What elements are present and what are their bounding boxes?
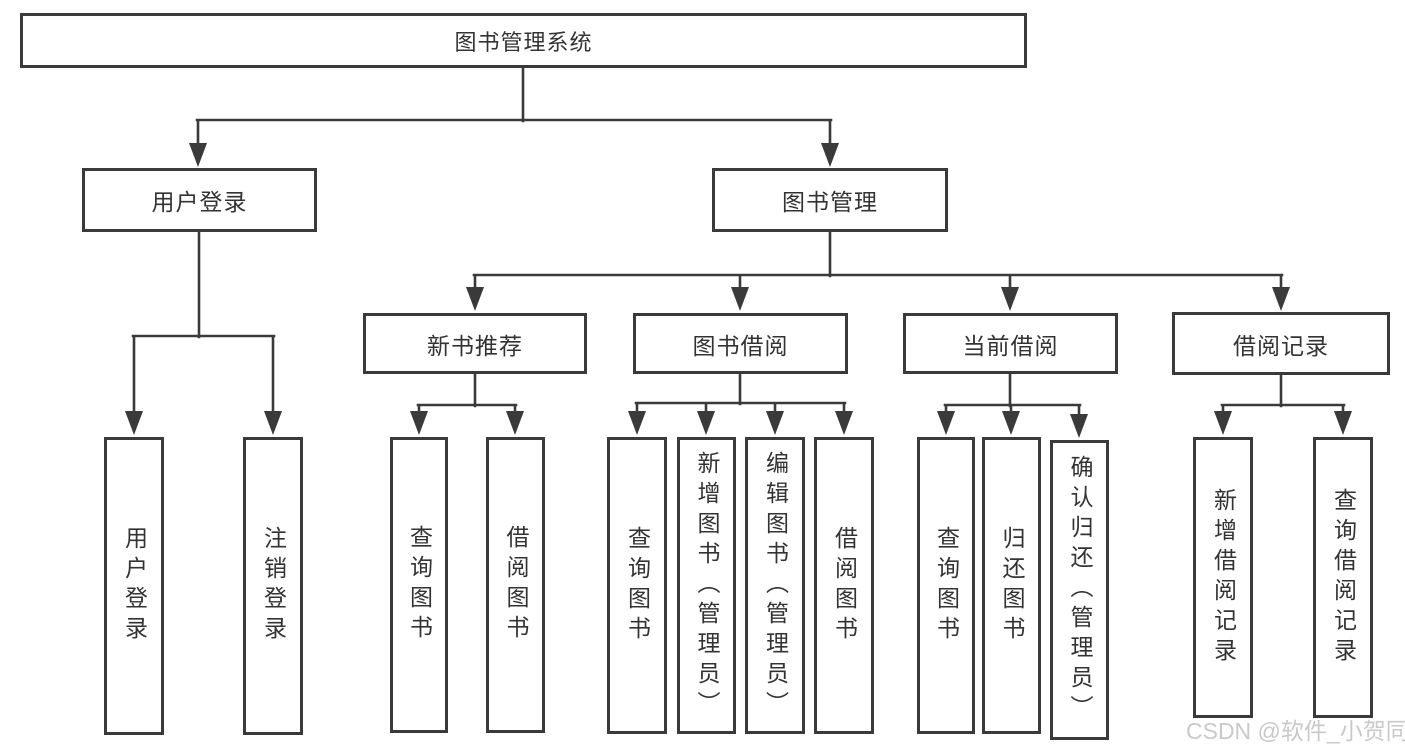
arrow-down-icon <box>835 411 853 435</box>
connector-userlogin-to-leaves <box>125 230 282 435</box>
connector-root-to-level2 <box>189 66 839 167</box>
arrow-down-icon <box>125 411 143 435</box>
leaf-recommend-query-book: 查询图书 <box>390 437 448 733</box>
connector-records-to-leaves <box>1214 373 1352 435</box>
leaf-logout: 注销登录 <box>243 437 303 735</box>
leaf-current-confirm-return-admin: 确认归还（管理员） <box>1050 440 1109 740</box>
arrow-down-icon <box>766 411 784 435</box>
arrow-down-icon <box>1214 411 1232 435</box>
node-new-book-recommend: 新书推荐 <box>363 313 587 374</box>
connector-borrowing-to-leaves <box>628 372 853 435</box>
leaf-borrowing-query-book: 查询图书 <box>607 437 667 734</box>
leaf-borrowing-add-book-admin: 新增图书（管理员） <box>677 437 736 734</box>
leaf-borrowing-edit-book-admin: 编辑图书（管理员） <box>745 437 805 734</box>
arrow-down-icon <box>264 411 282 435</box>
arrow-down-icon <box>410 411 428 435</box>
leaf-user-login: 用户登录 <box>104 437 164 735</box>
arrow-down-icon <box>697 411 715 435</box>
arrow-down-icon <box>1272 287 1290 311</box>
arrow-down-icon <box>1334 411 1352 435</box>
leaf-records-query-record: 查询借阅记录 <box>1313 437 1373 718</box>
leaf-records-add-record: 新增借阅记录 <box>1193 437 1253 718</box>
arrow-down-icon <box>189 143 207 167</box>
connector-recommend-to-leaves <box>410 372 524 435</box>
connector-current-to-leaves <box>937 372 1088 438</box>
arrow-down-icon <box>506 411 524 435</box>
leaf-borrowing-borrow-book: 借阅图书 <box>814 437 874 734</box>
arrow-down-icon <box>1001 287 1019 311</box>
arrow-down-icon <box>821 143 839 167</box>
leaf-recommend-borrow-book: 借阅图书 <box>486 437 545 733</box>
node-current-borrowing: 当前借阅 <box>903 313 1118 374</box>
leaf-current-query-book: 查询图书 <box>917 437 975 734</box>
arrow-down-icon <box>628 411 646 435</box>
node-book-management: 图书管理 <box>712 168 948 232</box>
node-library-system: 图书管理系统 <box>20 13 1027 68</box>
node-book-borrowing: 图书借阅 <box>633 313 848 374</box>
csdn-watermark: CSDN @软件_小贺同学 <box>1186 718 1405 744</box>
arrow-down-icon <box>731 287 749 311</box>
arrow-down-icon <box>937 411 955 435</box>
node-user-login: 用户登录 <box>82 168 317 232</box>
arrow-down-icon <box>466 287 484 311</box>
node-borrowing-records: 借阅记录 <box>1172 312 1390 375</box>
leaf-current-return-book: 归还图书 <box>982 437 1041 734</box>
arrow-down-icon <box>1002 411 1020 435</box>
connector-bookmgmt-to-level3 <box>466 230 1290 311</box>
arrow-down-icon <box>1070 414 1088 438</box>
